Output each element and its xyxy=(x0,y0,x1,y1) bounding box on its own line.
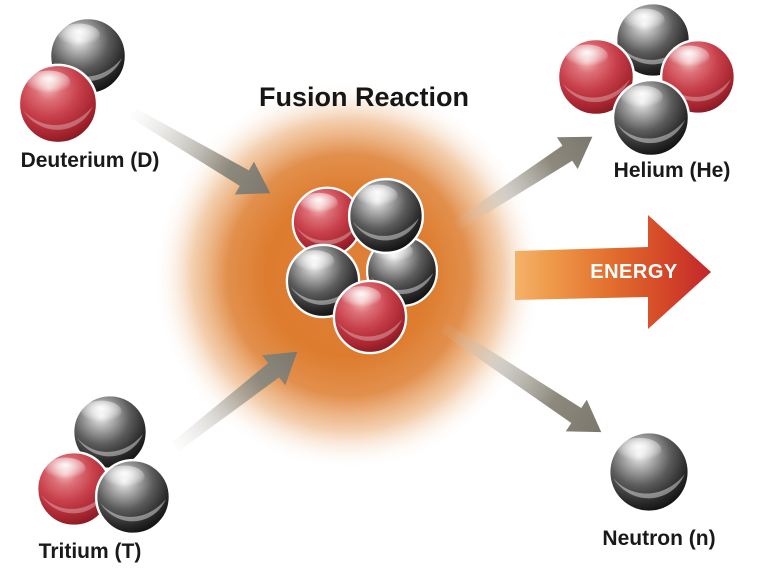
tritium-arrow-icon xyxy=(171,351,298,452)
tritium-label: Tritium (T) xyxy=(38,540,142,563)
deuterium-atom-icon xyxy=(17,16,128,145)
diagram-title: Fusion Reaction xyxy=(258,82,469,112)
tritium-atom-icon xyxy=(35,393,172,536)
deuterium-label: Deuterium (D) xyxy=(20,149,160,172)
helium-atom-icon xyxy=(556,1,737,158)
energy-arrow-icon xyxy=(515,215,711,329)
neutron-arrow-icon xyxy=(439,322,602,433)
neutron-sphere-icon xyxy=(607,430,691,514)
energy-label: ENERGY xyxy=(590,261,678,283)
helium-arrow-icon xyxy=(452,136,593,231)
neutron-label: Neutron (n) xyxy=(602,527,716,550)
helium-label: Helium (He) xyxy=(613,159,731,182)
deuterium-arrow-icon xyxy=(130,108,271,195)
